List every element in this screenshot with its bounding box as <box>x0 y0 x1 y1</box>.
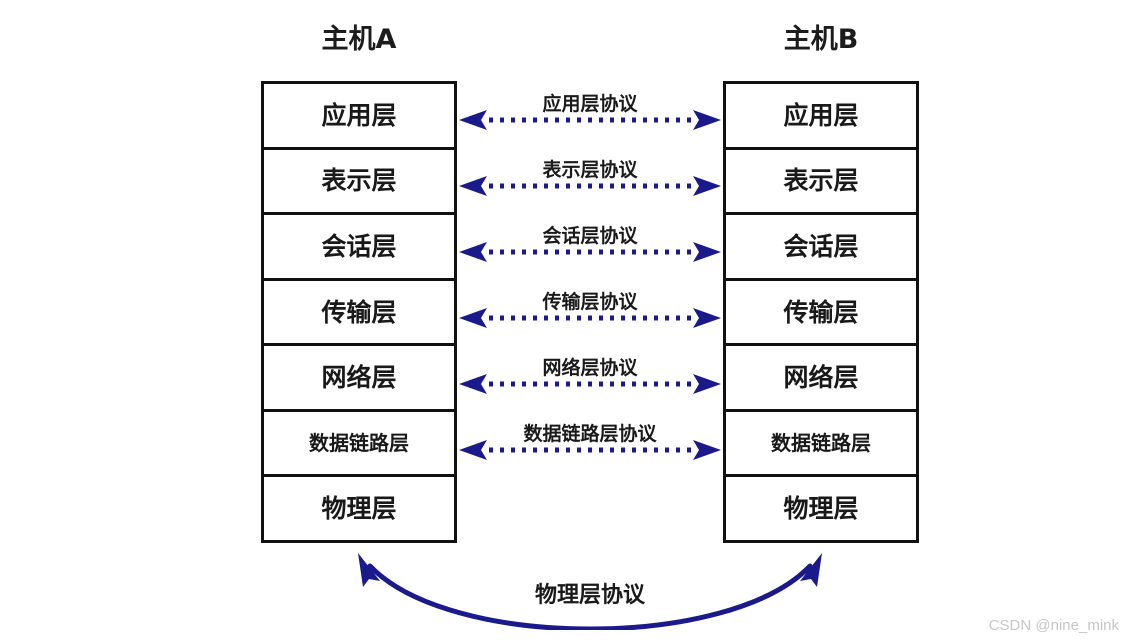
layer-cell-network-a[interactable]: 网络层 <box>264 346 454 412</box>
layer-label-physical-a: 物理层 <box>321 494 397 524</box>
layer-label-physical-b: 物理层 <box>783 494 859 524</box>
layer-cell-application-a[interactable]: 应用层 <box>264 84 454 150</box>
layer-label-session-b: 会话层 <box>783 231 859 261</box>
layer-cell-application-b[interactable]: 应用层 <box>726 84 916 150</box>
layer-cell-transport-a[interactable]: 传输层 <box>264 280 454 347</box>
host-b-layer-stack: 应用层 表示层 会话层 传输层 网络层 数据链路层 物理层 <box>723 81 919 543</box>
protocol-label-datalink: 数据链路层协议 <box>523 423 657 445</box>
layer-label-transport-a: 传输层 <box>321 297 397 327</box>
layer-cell-transport-b[interactable]: 传输层 <box>726 280 916 347</box>
layer-cell-physical-a[interactable]: 物理层 <box>264 477 454 541</box>
physical-protocol-arc: 物理层协议 <box>330 540 850 630</box>
physical-protocol-arrow <box>358 553 822 630</box>
protocol-row-application: 应用层协议 <box>457 95 723 131</box>
layer-label-network-a: 网络层 <box>321 363 397 393</box>
physical-protocol-label: 物理层协议 <box>534 583 645 608</box>
layer-label-presentation-b: 表示层 <box>783 166 859 196</box>
layer-cell-session-b[interactable]: 会话层 <box>726 215 916 281</box>
host-a-title: 主机A <box>321 24 397 55</box>
protocol-arrow-presentation <box>459 176 721 196</box>
protocol-label-presentation: 表示层协议 <box>542 159 638 181</box>
layer-cell-datalink-b[interactable]: 数据链路层 <box>726 411 916 478</box>
protocol-arrow-transport <box>459 308 721 328</box>
protocol-row-presentation: 表示层协议 <box>457 161 723 197</box>
layer-cell-network-b[interactable]: 网络层 <box>726 346 916 412</box>
layer-label-transport-b: 传输层 <box>783 297 859 327</box>
layer-label-presentation-a: 表示层 <box>321 166 397 196</box>
layer-cell-physical-b[interactable]: 物理层 <box>726 477 916 541</box>
host-b-title: 主机B <box>783 24 859 55</box>
host-a-layer-stack: 应用层 表示层 会话层 传输层 网络层 数据链路层 物理层 <box>261 81 457 543</box>
protocol-label-transport: 传输层协议 <box>542 291 638 313</box>
watermark: CSDN @nine_mink <box>988 617 1119 634</box>
layer-label-datalink-b: 数据链路层 <box>771 431 871 456</box>
layer-label-network-b: 网络层 <box>783 363 859 393</box>
protocol-row-transport: 传输层协议 <box>457 293 723 329</box>
layer-cell-presentation-a[interactable]: 表示层 <box>264 149 454 216</box>
layer-cell-presentation-b[interactable]: 表示层 <box>726 149 916 216</box>
protocol-arrow-application <box>459 110 721 130</box>
protocol-label-network: 网络层协议 <box>542 357 638 379</box>
protocol-arrow-network <box>459 374 721 394</box>
protocol-arrow-datalink <box>459 440 721 460</box>
protocol-label-session: 会话层协议 <box>542 225 638 247</box>
protocol-row-network: 网络层协议 <box>457 359 723 395</box>
layer-label-session-a: 会话层 <box>321 231 397 261</box>
protocol-row-datalink: 数据链路层协议 <box>457 425 723 461</box>
protocol-arrow-session <box>459 242 721 262</box>
protocol-row-session: 会话层协议 <box>457 227 723 263</box>
layer-cell-datalink-a[interactable]: 数据链路层 <box>264 411 454 478</box>
layer-cell-session-a[interactable]: 会话层 <box>264 215 454 281</box>
protocol-label-application: 应用层协议 <box>542 93 638 115</box>
layer-label-datalink-a: 数据链路层 <box>309 431 409 456</box>
layer-label-application-a: 应用层 <box>321 100 397 130</box>
layer-label-application-b: 应用层 <box>783 100 859 130</box>
